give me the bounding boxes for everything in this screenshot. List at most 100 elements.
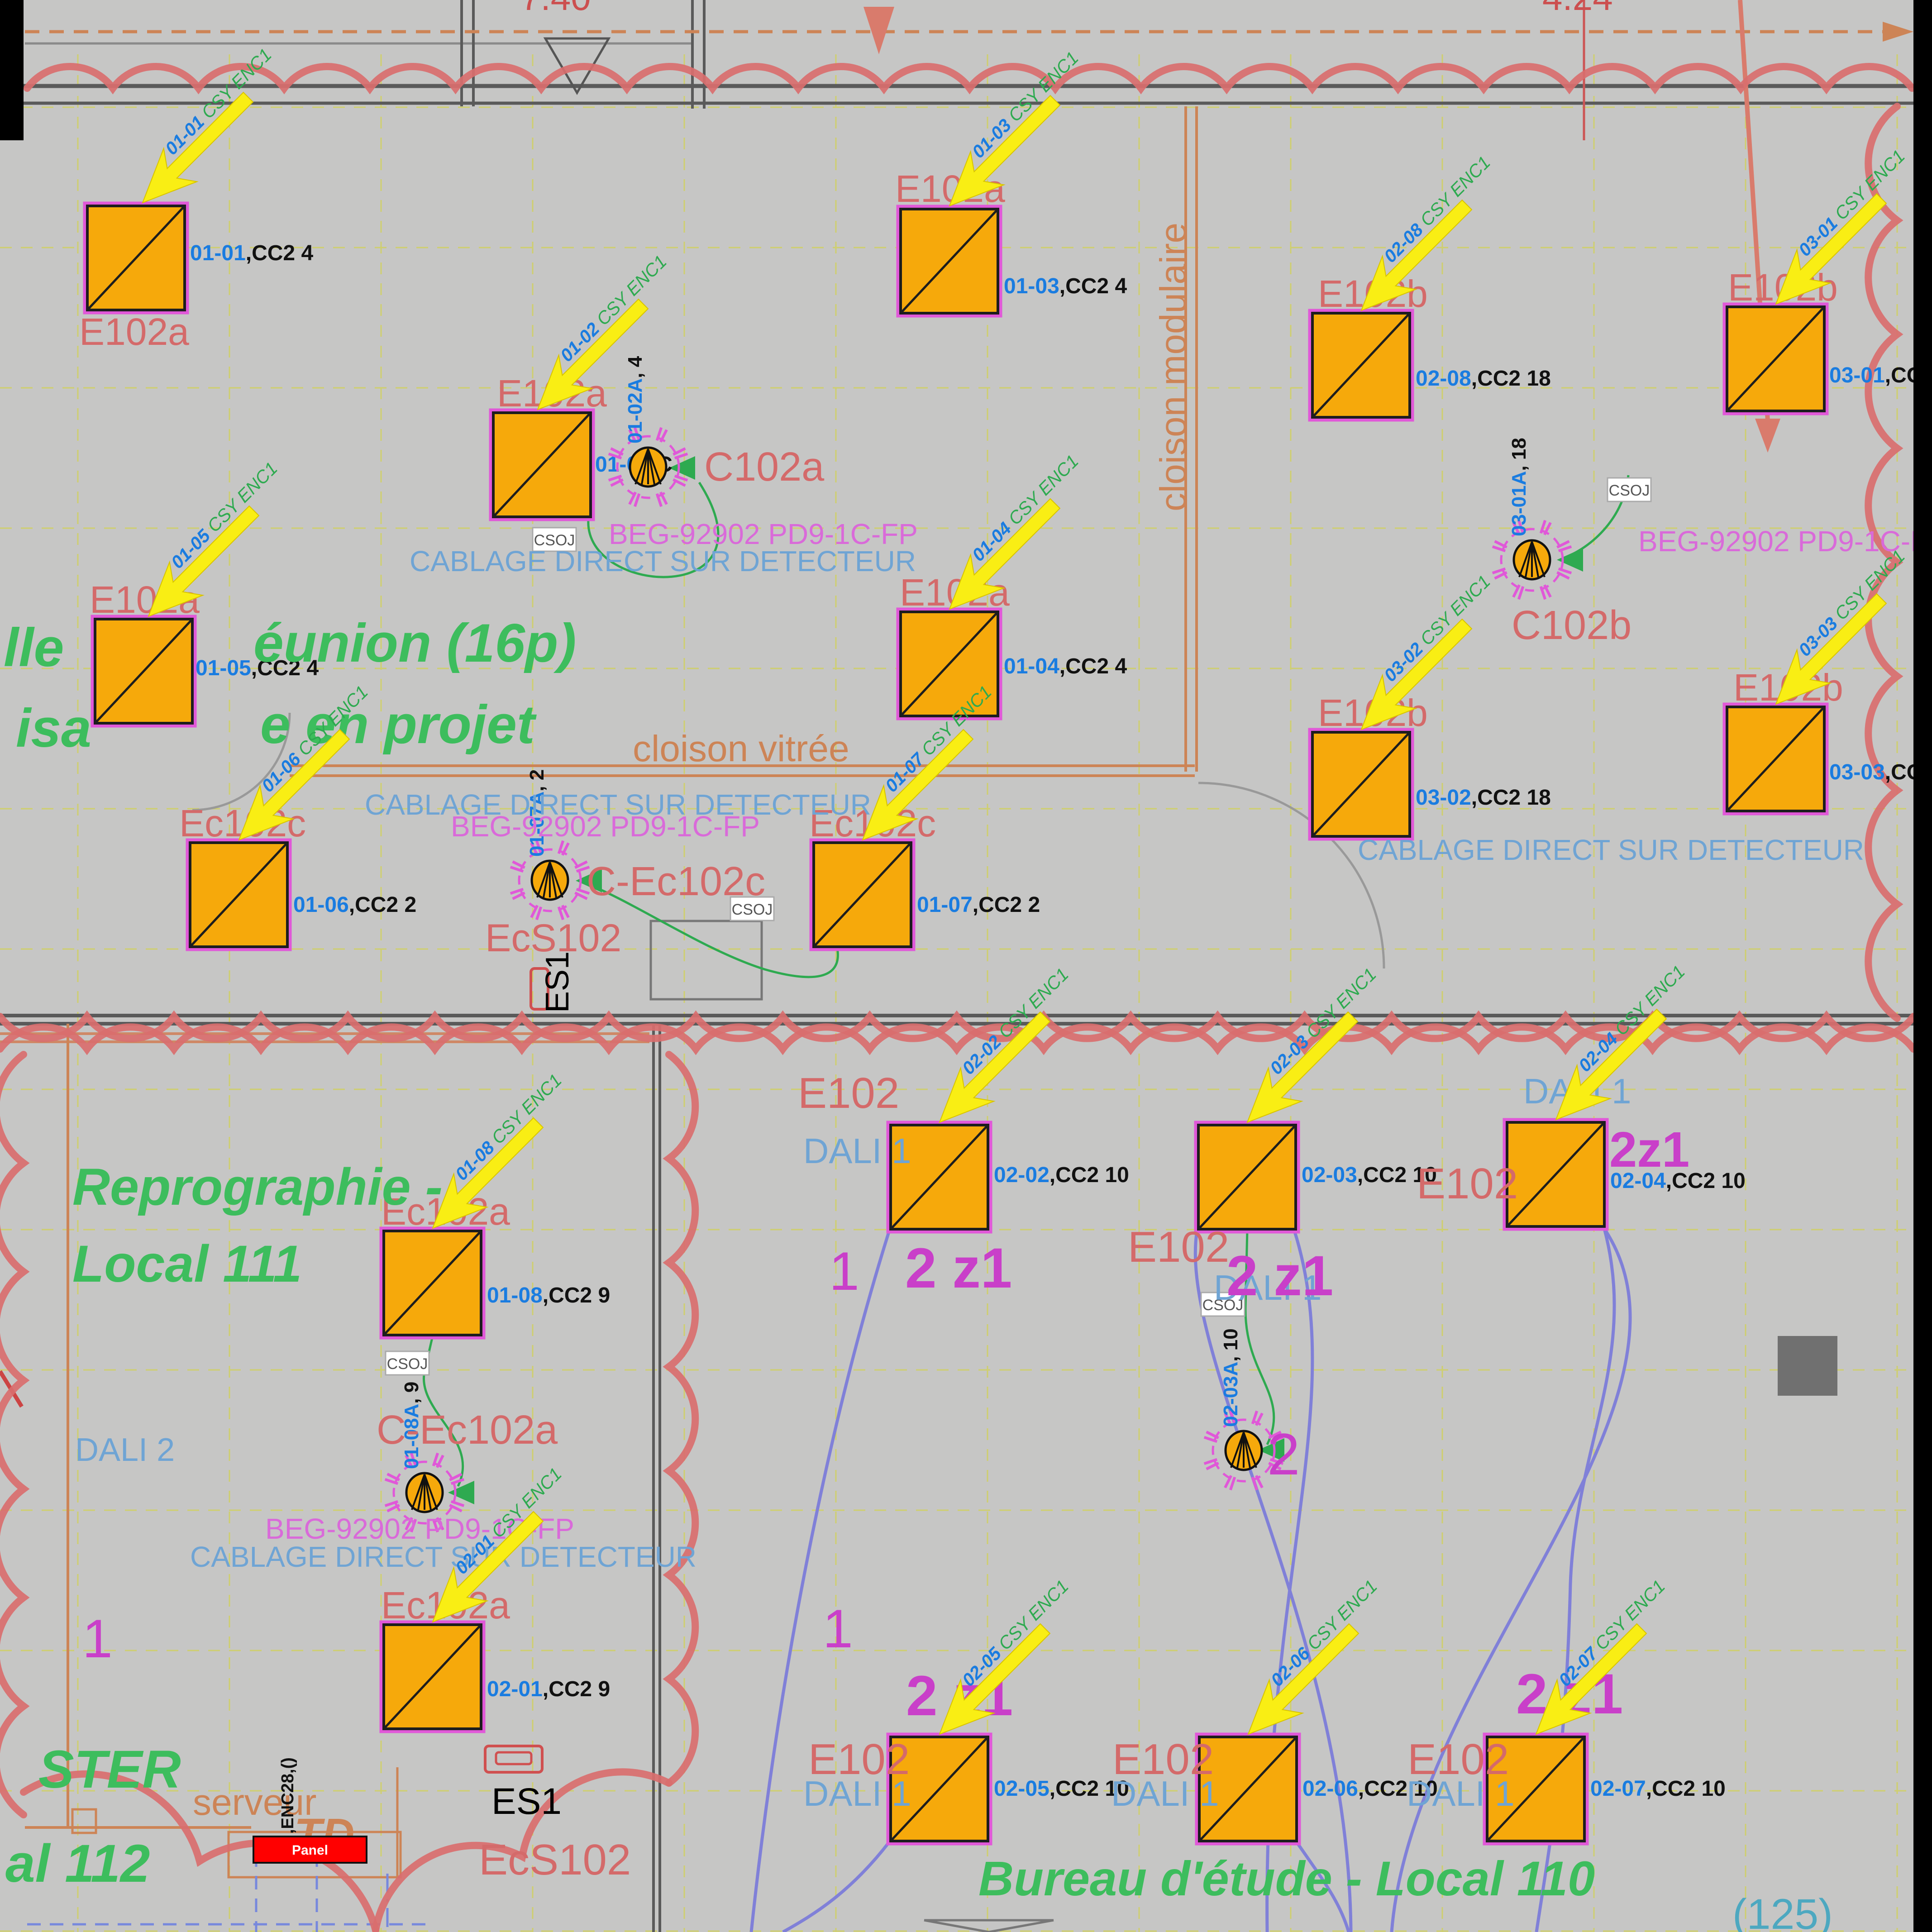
leader-arrowhead [863,7,894,54]
annotation-1: 1 [829,1241,859,1302]
control-link-line [583,881,839,978]
luminaire-02-07[interactable]: 02-07,CC2 10 [1483,1732,1726,1846]
annotation-ecs102: EcS102 [485,916,621,960]
luminaire-01-04[interactable]: 01-04,CC2 4 [896,607,1127,720]
detector-range-circle [1212,1418,1276,1483]
revision-cloud [24,63,1916,95]
annotation-e102: E102 [1128,1223,1229,1271]
cso-reference-box[interactable]: CSOJ [730,896,775,921]
dimension-text: 7.40 [520,0,591,18]
control-link-line [422,1336,464,1487]
annotation-1: 1 [82,1608,113,1669]
luminaire-diagonal [1197,1124,1297,1230]
luminaire-01-08[interactable]: 01-08,CC2 9 [379,1226,610,1340]
presence-detector-01-02A[interactable]: 01-02A, 4 [608,356,688,507]
link-arrowhead [1557,548,1583,572]
annotation-e102: E102 [1112,1735,1214,1784]
annotation-dali-1: DALI 1 [803,1774,911,1813]
es1-switch-inner [495,1751,533,1765]
arrow-shape [1246,1011,1359,1123]
closet-outline [649,920,763,1001]
presence-detector-03-01A[interactable]: 03-01A, 18 [1492,438,1572,600]
dali-circuit-line [1193,1230,1353,1932]
luminaire-02-06[interactable]: 02-06,CC2 10 [1195,1732,1438,1846]
luminaire-diagonal [1312,731,1411,837]
arrow-shape [1360,618,1473,730]
control-link-line [587,482,720,578]
presence-detector-01-07A[interactable]: 01-07A, 2 [510,769,590,921]
luminaire-01-06[interactable]: 01-06,CC2 2 [186,838,416,951]
luminaire-02-02[interactable]: 02-02,CC2 10 [886,1121,1129,1234]
luminaire-diagonal [383,1230,482,1336]
luminaire-01-01[interactable]: 01-01,CC2 4 [83,201,313,315]
luminaire-diagonal [1726,706,1825,812]
cso-reference-box[interactable]: CSOJ [1200,1292,1245,1317]
luminaire-tag: 01-03,CC2 4 [1004,274,1127,298]
shaft-block [1778,1336,1837,1396]
annotation-cablage-direct-sur-detecteur: CABLAGE DIRECT SUR DETECTEUR [365,788,871,821]
arrow-shape [1360,199,1473,311]
annotation-isa: isa [16,698,91,758]
annotation-2-z1: 2 z1 [905,1237,1012,1300]
wall-line [460,0,706,109]
cso-reference-box[interactable]: CSOJ [532,527,577,552]
annotation-e102: E102 [808,1735,910,1784]
luminaire-diagonal [900,208,999,314]
cso-reference-label: CSOJ [732,901,773,918]
annotation-serveur: serveur [193,1782,316,1823]
luminaire-diagonal [890,1124,989,1230]
luminaire-01-05[interactable]: 01-05,CC2 4 [91,615,319,728]
detector-tag: 01-02A, 4 [624,356,646,444]
luminaire-tag: 02-08,CC2 18 [1416,367,1551,391]
revision-cloud [372,1768,673,1932]
luminaire-02-04[interactable]: 02-04,CC2 10 [1503,1118,1746,1231]
revision-cloud [0,1051,30,1818]
annotation-al-112: al 112 [5,1834,150,1894]
wall-line [192,712,291,811]
luminaire-tag: 01-01,CC2 4 [190,241,313,265]
cso-reference-label: CSOJ [1202,1297,1244,1314]
luminaire-02-05[interactable]: 02-05,CC2 10 [886,1732,1129,1846]
luminaire-tag: 02-05,CC2 10 [994,1777,1129,1801]
link-arrowhead [669,456,695,480]
dali-circuit-line [1535,1228,1616,1932]
annotation-reprographie-: Reprographie - [72,1158,443,1216]
revision-cloud [1865,103,1903,1022]
luminaire-tag: 01-06,CC2 2 [293,893,416,917]
luminaire-01-03[interactable]: 01-03,CC2 4 [896,205,1127,318]
cso-reference-box[interactable]: CSOJ [385,1350,430,1376]
arrow-shape [238,729,350,841]
dali-circuit-line [782,1841,891,1932]
luminaire-02-08[interactable]: 02-08,CC2 18 [1308,309,1551,422]
luminaire-diagonal [94,618,193,724]
annotation-es1: ES1 [491,1781,562,1822]
luminaire-01-07[interactable]: 01-07,CC2 2 [809,838,1040,951]
luminaire-diagonal [813,842,912,948]
annotation--enc28-: ,ENC28,() [278,1757,297,1834]
cso-reference-box[interactable]: CSOJ [1607,477,1652,502]
annotation-c-ec102a: C-Ec102a [377,1407,558,1453]
td-panel[interactable]: Panel [253,1836,367,1864]
luminaire-selection-halo [91,615,197,728]
annotation-e102a: E102a [79,310,189,353]
luminaire-02-03[interactable]: 02-03,CC2 10 [1194,1121,1437,1234]
es1-switch-symbol [484,1745,544,1774]
luminaire-diagonal [900,611,999,717]
luminaire-tag: 01-04,CC2 4 [1004,654,1127,678]
detector-range-circle [518,848,582,912]
luminaire-03-03[interactable]: 03-03,CC2 18 [1722,702,1932,816]
presence-detector-02-03A[interactable]: 02-03A, 10 [1203,1328,1284,1491]
grid-lines [0,54,1914,1932]
cso-reference-label: CSOJ [1609,482,1650,499]
arrow-shape [432,1117,544,1229]
luminaire-03-02[interactable]: 03-02,CC2 18 [1308,728,1551,841]
annotation-beg-92902-pd9-1c-fp: BEG-92902 PD9-1C-FP [609,518,918,550]
luminaire-selection-halo [489,408,595,521]
annotation-2z1: 2z1 [1609,1122,1689,1178]
cso-reference-label: CSOJ [387,1355,428,1373]
luminaire-02-01[interactable]: 02-01,CC2 9 [379,1620,610,1733]
annotation-cablage-direct-sur-detecteur: CABLAGE DIRECT SUR DETECTEUR [1358,834,1864,866]
presence-detector-01-08A[interactable]: 01-08A, 9 [384,1382,465,1533]
